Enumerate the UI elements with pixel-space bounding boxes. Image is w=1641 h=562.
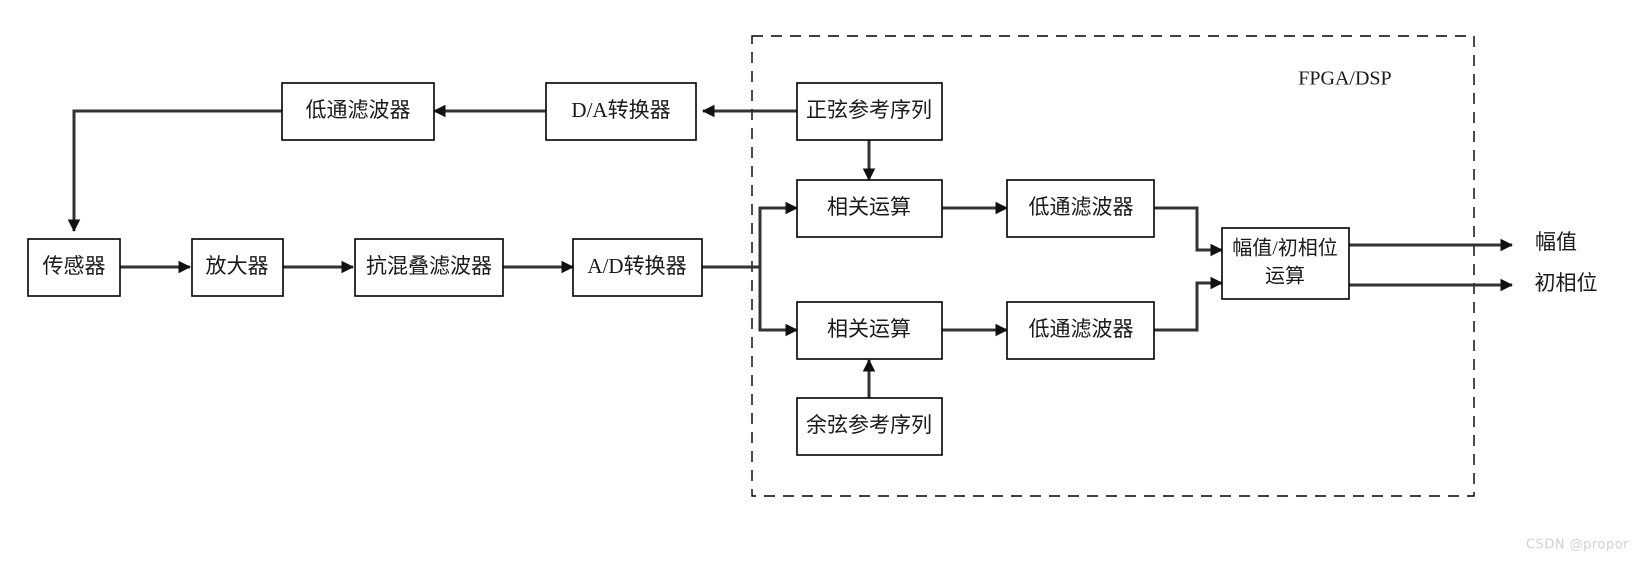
block-da-converter[interactable]: [545, 82, 697, 141]
block-amplifier-label: 放大器: [206, 254, 269, 278]
block-correlation-top-label: 相关运算: [827, 195, 911, 219]
output-label-amplitude: 幅值: [1535, 230, 1577, 254]
block-lowpass-top-label: 低通滤波器: [1029, 195, 1134, 219]
block-anti-alias-filter[interactable]: [354, 238, 504, 297]
block-sensor[interactable]: [27, 238, 121, 297]
block-anti-alias-filter-label: 抗混叠滤波器: [366, 254, 492, 278]
block-sine-reference[interactable]: [796, 82, 943, 141]
block-sensor-label: 传感器: [43, 254, 106, 278]
connector-ad-to-correlation-top: [758, 201, 799, 267]
connector-lowpass-front-to-sensor: [67, 109, 282, 233]
fpga-dsp-region-label: FPGA/DSP: [1298, 68, 1391, 90]
connector-lowpass-top-to-magphase: [1154, 206, 1224, 257]
block-correlation-bottom-label: 相关运算: [827, 317, 911, 341]
output-label-initial-phase: 初相位: [1535, 271, 1598, 295]
block-cosine-reference-label: 余弦参考序列: [806, 413, 932, 437]
block-magnitude-phase[interactable]: [1221, 227, 1350, 300]
block-lowpass-top[interactable]: [1006, 179, 1155, 238]
block-correlation-bottom[interactable]: [796, 301, 943, 360]
block-cosine-reference[interactable]: [796, 397, 943, 456]
block-magnitude-phase-label-line2: 运算: [1265, 265, 1305, 288]
block-sine-reference-label: 正弦参考序列: [806, 98, 932, 122]
block-magnitude-phase-label-line1: 幅值/初相位: [1232, 237, 1338, 260]
block-ad-converter[interactable]: [572, 238, 703, 297]
block-ad-converter-label: A/D转换器: [587, 254, 686, 278]
block-da-converter-label: D/A转换器: [571, 98, 670, 122]
block-lowpass-front-label: 低通滤波器: [306, 98, 411, 122]
block-lowpass-bottom[interactable]: [1006, 301, 1155, 360]
watermark-text: CSDN @propor: [1526, 538, 1629, 553]
connector-ad-to-correlation-bottom: [758, 267, 799, 337]
block-lowpass-front[interactable]: [281, 82, 435, 141]
connector-lowpass-bottom-to-magphase: [1154, 276, 1224, 332]
block-amplifier[interactable]: [191, 238, 284, 297]
block-correlation-top[interactable]: [796, 179, 943, 238]
block-lowpass-bottom-label: 低通滤波器: [1029, 317, 1134, 341]
